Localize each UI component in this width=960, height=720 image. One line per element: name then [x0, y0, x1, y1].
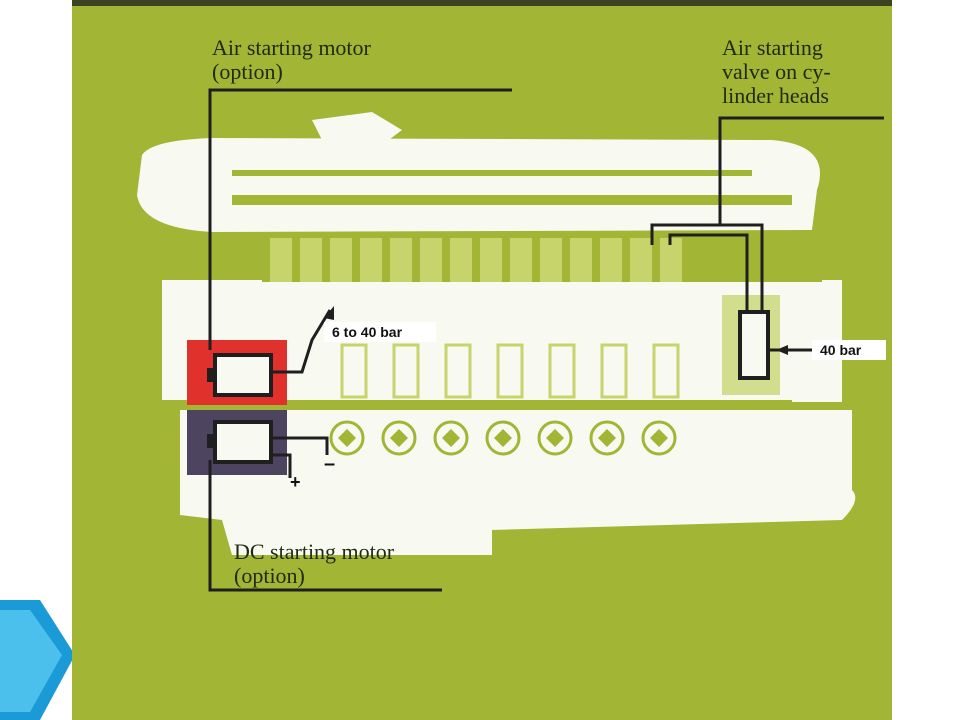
pressure-left-label: 6 to 40 bar	[332, 324, 403, 340]
air-motor-housing	[213, 353, 273, 397]
cylinder-heads	[270, 238, 682, 282]
pressure-left-arrow	[324, 306, 334, 320]
engine-illustration	[72, 0, 892, 592]
crankcase-covers	[329, 420, 677, 456]
corner-arrow-light	[0, 610, 62, 712]
engine-starting-diagram: Air starting motor (option) Air starting…	[72, 0, 892, 720]
air-motor-shaft	[207, 368, 217, 382]
inspection-doors	[340, 343, 680, 399]
dc-plus-terminal-label: +	[290, 472, 301, 492]
dc-minus-terminal-label: –	[324, 453, 336, 475]
dc-motor-housing	[213, 420, 273, 464]
dc-starting-motor-label: DC starting motor (option)	[234, 539, 395, 588]
top-band	[72, 0, 892, 6]
air-starting-motor-label: Air starting motor (option)	[212, 35, 371, 84]
pressure-right-label: 40 bar	[820, 342, 862, 358]
pressure-left-tag	[324, 322, 436, 342]
leader-lines	[208, 88, 884, 592]
air-starting-valve	[738, 310, 770, 380]
body-separator	[180, 402, 852, 410]
cover-details	[232, 170, 792, 205]
pressure-right-arrow	[776, 345, 788, 355]
air-starting-valve-label: Air starting valve on cy- linder heads	[722, 35, 831, 108]
dc-motor-shaft	[207, 434, 217, 448]
pressure-right-tag	[812, 340, 886, 360]
